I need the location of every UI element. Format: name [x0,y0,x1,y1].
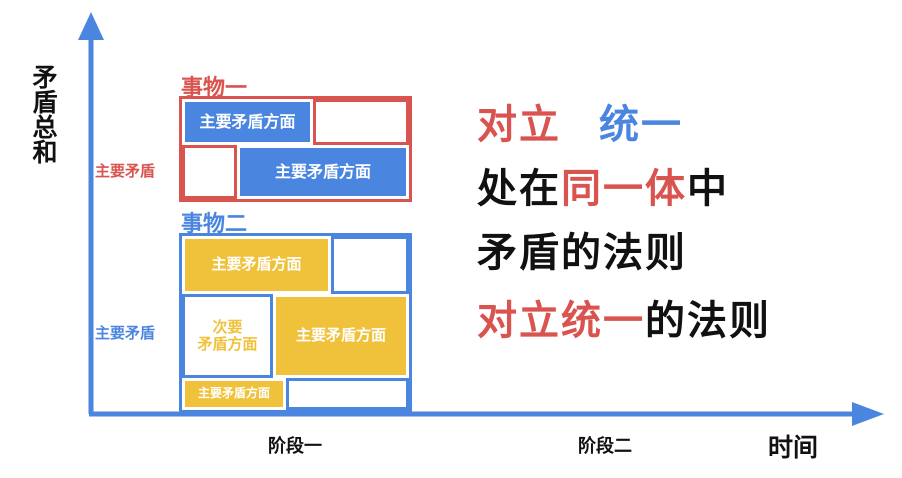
stage-1-label: 阶段一 [268,436,322,457]
statement-line-2: 处在同一体中 [477,156,729,214]
thing1-empty-b [182,145,237,199]
statement-line2-part2: 同一体 [561,166,687,212]
thing2-empty-a [331,236,409,294]
thing1-main-aspect-b: 主要矛盾方面 [237,145,409,199]
thing2-secondary-aspect-line1: 次要 [212,317,243,336]
thing1-box: 主要矛盾方面 主要矛盾方面 [179,96,412,202]
thing2-empty-b [286,378,409,410]
statement-line4-part1: 对立统一 [477,298,645,344]
statement-line2-part1: 处在 [477,166,561,212]
thing2-secondary-aspect: 次要 矛盾方面 [182,294,273,378]
thing2-main-contradiction-label: 主要矛盾 [95,324,156,342]
thing1-main-contradiction-label: 主要矛盾 [95,162,156,180]
statement-line4-part2: 的法则 [645,298,771,344]
statement-line2-part3: 中 [687,166,729,212]
thing2-secondary-aspect-line2: 矛盾方面 [197,335,258,353]
statement-line-3: 矛盾的法则 [477,230,687,276]
y-axis-label: 矛盾总和 [29,64,58,164]
thing2-main-aspect-c: 主要矛盾方面 [182,378,286,410]
thing2-title: 事物二 [181,212,248,237]
x-axis-label: 时间 [768,433,819,462]
thing2-main-aspect-b: 主要矛盾方面 [273,294,409,378]
statement-line-4: 对立统一的法则 [477,288,771,346]
thing1-main-aspect-a: 主要矛盾方面 [182,99,313,145]
y-axis-arrow [78,12,104,40]
statement-unity: 统一 [599,102,683,148]
thing2-box: 主要矛盾方面 次要 矛盾方面 主要矛盾方面 主要矛盾方面 [179,233,412,413]
x-axis-arrow [852,402,884,426]
thing2-main-aspect-a: 主要矛盾方面 [182,236,331,294]
thing1-empty-a [313,99,409,145]
statement-line-1: 对立统一 [477,92,683,150]
stage-2-label: 阶段二 [578,436,632,457]
statement-opposition: 对立 [477,102,561,148]
